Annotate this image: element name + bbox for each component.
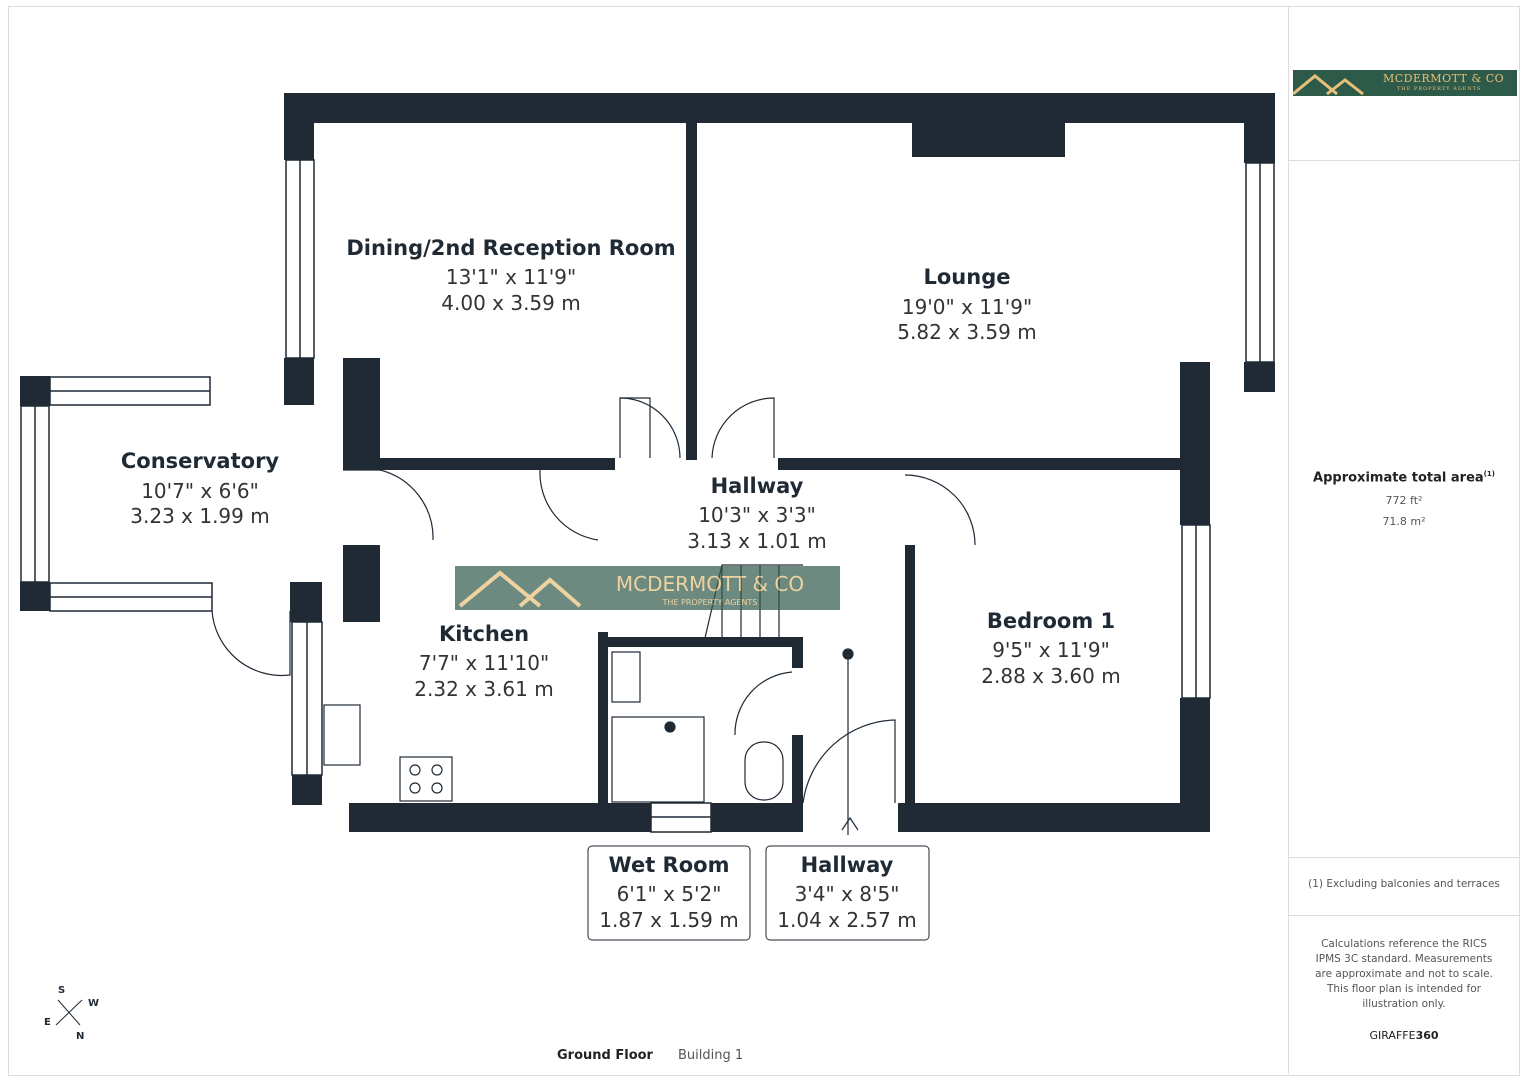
room-lounge: Lounge 19'0" x 11'9" 5.82 x 3.59 m — [897, 265, 1036, 344]
page-border — [8, 6, 1520, 1076]
svg-text:1.04 x 2.57 m: 1.04 x 2.57 m — [777, 908, 916, 932]
room-hallway-2: Hallway 3'4" x 8'5" 1.04 x 2.57 m — [765, 845, 930, 941]
room-wet-room: Wet Room 6'1" x 5'2" 1.87 x 1.59 m — [587, 845, 751, 941]
disclaimer: Calculations reference the RICS IPMS 3C … — [1315, 938, 1493, 1010]
svg-text:2.32 x 3.61 m: 2.32 x 3.61 m — [414, 677, 553, 701]
svg-text:Bedroom 1: Bedroom 1 — [987, 609, 1115, 633]
walls — [20, 93, 1275, 832]
logo-tagline: THE PROPERTY AGENTS — [1397, 86, 1482, 92]
svg-text:W: W — [88, 998, 99, 1009]
area-ft: 772 ft² — [1385, 494, 1423, 507]
windows — [20, 159, 1275, 833]
floor-label: Ground Floor — [557, 1048, 654, 1063]
footnote: (1) Excluding balconies and terraces — [1308, 878, 1500, 890]
area-m: 71.8 m² — [1382, 515, 1426, 528]
info-panel: MCDERMOTT & CO THE PROPERTY AGENTS Appro… — [1288, 6, 1519, 1074]
svg-text:Hallway: Hallway — [711, 474, 804, 498]
room-kitchen: Kitchen 7'7" x 11'10" 2.32 x 3.61 m — [414, 622, 553, 701]
doors — [211, 397, 976, 835]
room-dining: Dining/2nd Reception Room 13'1" x 11'9" … — [346, 236, 675, 315]
svg-text:Dining/2nd Reception Room: Dining/2nd Reception Room — [346, 236, 675, 260]
svg-text:Lounge: Lounge — [924, 265, 1011, 289]
svg-text:1.87 x 1.59 m: 1.87 x 1.59 m — [599, 908, 738, 932]
svg-text:10'7" x 6'6": 10'7" x 6'6" — [141, 479, 259, 503]
svg-text:4.00 x 3.59 m: 4.00 x 3.59 m — [441, 291, 580, 315]
room-labels: Dining/2nd Reception Room 13'1" x 11'9" … — [121, 236, 1121, 941]
floor-plan: MCDERMOTT & CO THE PROPERTY AGENTS Dinin… — [20, 93, 1275, 1063]
svg-text:10'3" x 3'3": 10'3" x 3'3" — [698, 503, 816, 527]
svg-text:N: N — [76, 1031, 84, 1042]
svg-text:5.82 x 3.59 m: 5.82 x 3.59 m — [897, 320, 1036, 344]
svg-text:7'7" x 11'10": 7'7" x 11'10" — [419, 651, 549, 675]
svg-text:Conservatory: Conservatory — [121, 449, 280, 473]
svg-text:19'0" x 11'9": 19'0" x 11'9" — [902, 295, 1032, 319]
room-hallway: Hallway 10'3" x 3'3" 3.13 x 1.01 m — [687, 474, 826, 553]
svg-text:Kitchen: Kitchen — [439, 622, 529, 646]
building-label: Building 1 — [678, 1048, 743, 1063]
svg-text:S: S — [58, 985, 65, 996]
watermark-logo: MCDERMOTT & CO THE PROPERTY AGENTS — [455, 566, 840, 610]
svg-text:E: E — [44, 1017, 51, 1028]
brand-logo: MCDERMOTT & CO THE PROPERTY AGENTS — [1293, 70, 1517, 96]
compass-icon: S W E N — [44, 985, 99, 1042]
svg-text:2.88 x 3.60 m: 2.88 x 3.60 m — [981, 664, 1120, 688]
svg-text:9'5" x 11'9": 9'5" x 11'9" — [992, 638, 1110, 662]
room-bedroom-1: Bedroom 1 9'5" x 11'9" 2.88 x 3.60 m — [981, 609, 1120, 688]
watermark-tagline: THE PROPERTY AGENTS — [662, 598, 758, 607]
svg-text:6'1" x 5'2": 6'1" x 5'2" — [617, 882, 722, 906]
svg-text:Wet Room: Wet Room — [609, 853, 730, 877]
svg-text:3.13 x 1.01 m: 3.13 x 1.01 m — [687, 529, 826, 553]
watermark-name: MCDERMOTT & CO — [616, 572, 804, 596]
area-title: Approximate total area(1) — [1313, 470, 1495, 486]
giraffe360-brand: GIRAFFE360 — [1369, 1029, 1439, 1042]
room-conservatory: Conservatory 10'7" x 6'6" 3.23 x 1.99 m — [121, 449, 280, 528]
logo-name: MCDERMOTT & CO — [1383, 72, 1505, 85]
svg-text:3'4" x 8'5": 3'4" x 8'5" — [795, 882, 900, 906]
svg-text:3.23 x 1.99 m: 3.23 x 1.99 m — [130, 504, 269, 528]
svg-text:13'1" x 11'9": 13'1" x 11'9" — [446, 265, 576, 289]
svg-text:Hallway: Hallway — [801, 853, 894, 877]
